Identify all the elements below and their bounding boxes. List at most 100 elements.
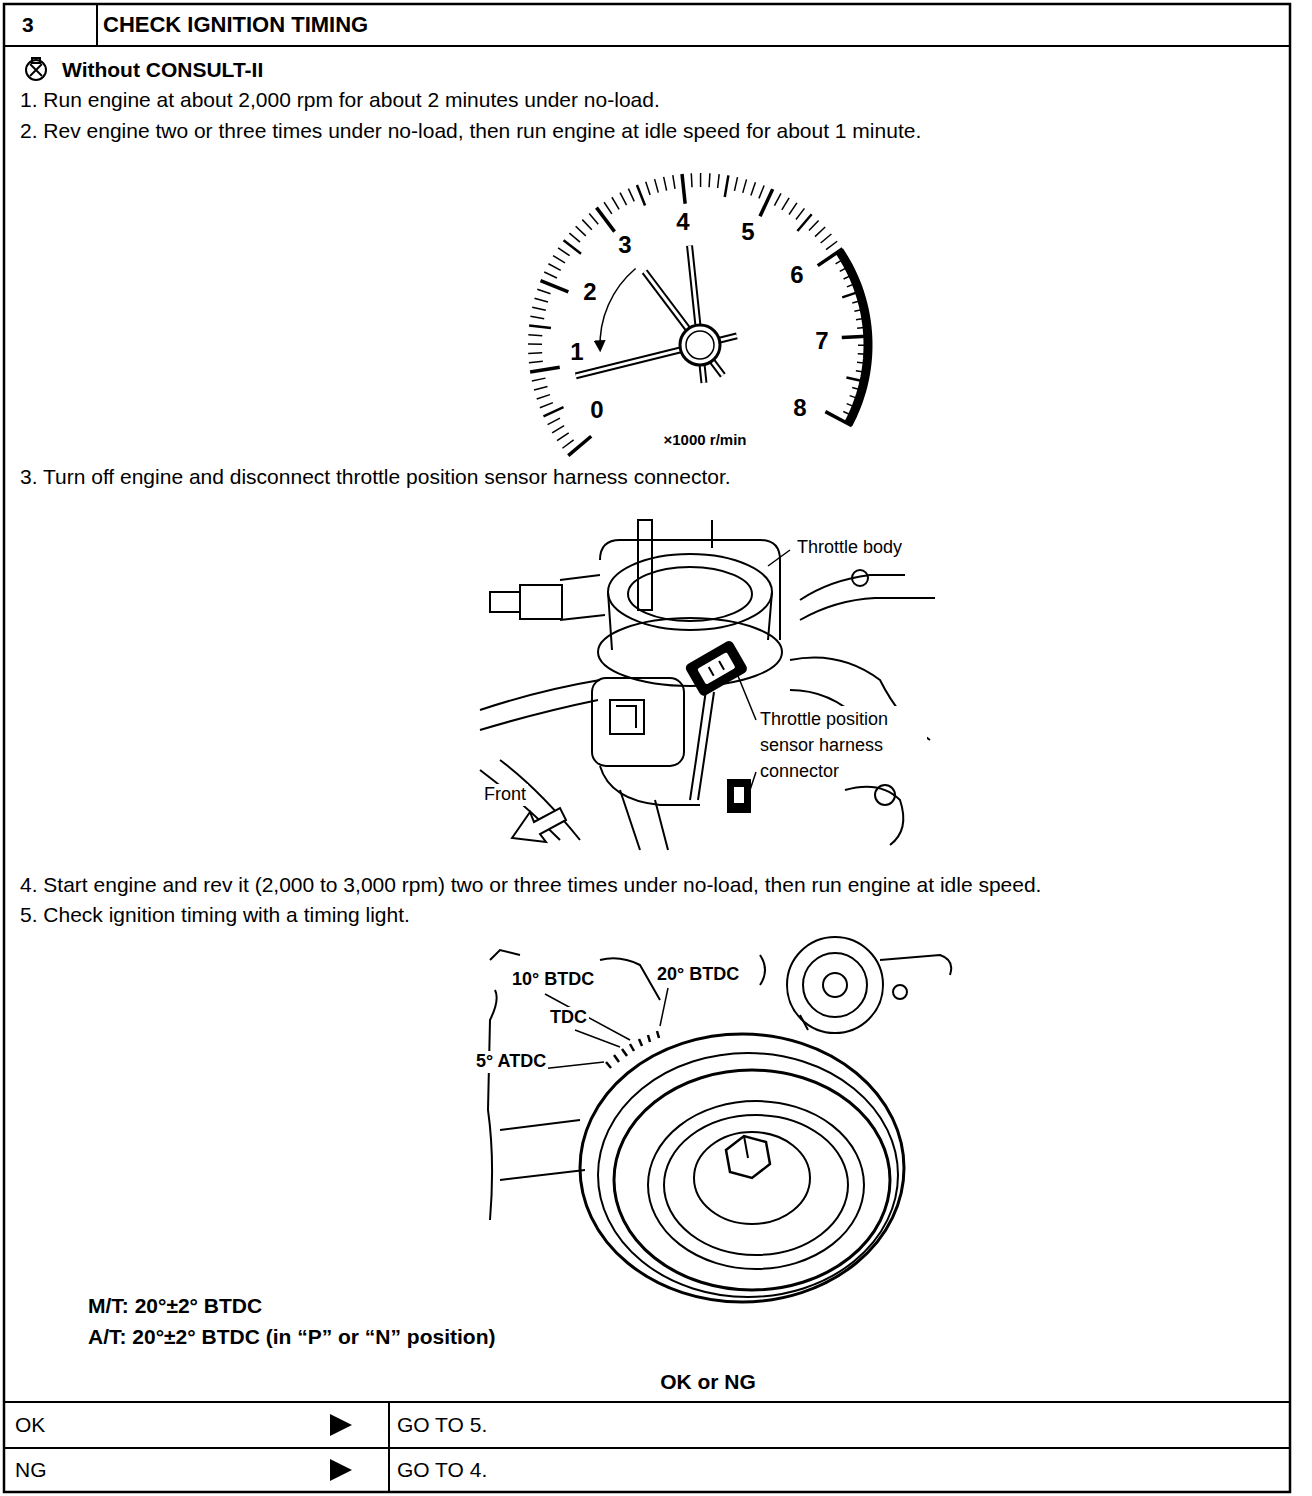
dial-number: 7 (815, 327, 828, 356)
dial-tick (548, 264, 560, 271)
part-name: Throttle body (795, 537, 904, 559)
dial-tick (646, 182, 650, 195)
dial-tick (734, 177, 737, 191)
dial-tick (751, 182, 756, 195)
dial-tick (582, 220, 592, 230)
timing-mark (606, 1031, 659, 1068)
throttle-body-illustration (480, 520, 935, 850)
dial-tick (534, 298, 547, 302)
dial-tick (620, 193, 627, 205)
tachometer (528, 173, 872, 456)
dial-tick (528, 352, 542, 354)
dial-number: 4 (676, 208, 689, 237)
dial-tick (759, 185, 764, 198)
dial-tick (708, 173, 710, 187)
dial-tick (774, 193, 781, 205)
timing-mark-label: 5° ATDC (474, 1051, 548, 1073)
dial-tick (564, 240, 581, 253)
dial-tick (553, 256, 565, 263)
dial-tick (537, 289, 550, 294)
dial-tick (815, 227, 825, 237)
dial-tick (664, 177, 667, 191)
dial-needle (645, 272, 723, 376)
dial-tick (691, 173, 693, 187)
dial-tick (655, 179, 659, 193)
dial-tick (528, 343, 542, 345)
timing-mark-label: 20° BTDC (655, 964, 741, 986)
dial-tick (557, 433, 569, 441)
dial-tick (529, 361, 543, 362)
dial-tick (568, 436, 591, 455)
dial-tick (743, 179, 747, 192)
dial-number: 1 (570, 338, 583, 367)
dial-unit: ×1000 r/min (664, 431, 747, 449)
dial-tick (562, 440, 573, 448)
dial-tick (576, 226, 586, 236)
step-text: 1. Run engine at about 2,000 rpm for abo… (20, 87, 660, 112)
dial-tick (528, 334, 542, 336)
dial-tick (558, 248, 570, 256)
dial-tick (809, 220, 819, 230)
step-text: 3. Turn off engine and disconnect thrott… (20, 464, 731, 489)
dial-tick (543, 407, 563, 416)
motion-arrow (600, 269, 636, 350)
front-arrow (512, 808, 566, 842)
leader-line (532, 988, 668, 1070)
condition-heading: Without CONSULT-II (62, 57, 263, 82)
part-name: Throttle position sensor harness connect… (758, 706, 927, 784)
dial-tick (637, 185, 645, 205)
table-cell: GO TO 5. (397, 1412, 487, 1437)
dial-tick (532, 307, 546, 310)
timing-mark-label: TDC (548, 1007, 589, 1029)
result-heading: OK or NG (660, 1369, 756, 1394)
crank-pulley-illustration (488, 937, 951, 1302)
dial-tick (673, 175, 675, 189)
dial-tick (530, 316, 544, 318)
dial-tick (718, 174, 720, 188)
dial-tick (612, 197, 619, 209)
dial-tick (537, 395, 550, 399)
dial-tick (530, 367, 560, 372)
dial-tick (569, 233, 580, 242)
table-cell: GO TO 4. (397, 1457, 487, 1482)
dial-tick (540, 403, 553, 408)
dial-number: 6 (790, 261, 803, 290)
step-text: 5. Check ignition timing with a timing l… (20, 902, 410, 927)
dial-tick (552, 426, 564, 433)
dial-number: 0 (590, 396, 603, 425)
dial-number: 2 (583, 278, 596, 307)
timing-mark-label: 10° BTDC (510, 969, 596, 991)
spec-value: M/T: 20°±2° BTDC (88, 1293, 262, 1318)
dial-number: 5 (741, 218, 754, 247)
dial-tick (596, 208, 614, 232)
dial-tick (541, 281, 569, 292)
consult-icon (26, 58, 46, 80)
dial-tick (532, 378, 546, 381)
table-cell: NG (15, 1457, 47, 1482)
dial-tick (821, 234, 832, 243)
dial-tick (700, 173, 702, 187)
dial-tick (782, 198, 789, 210)
dial-tick (725, 175, 729, 197)
table-frame (4, 4, 1290, 1492)
step-text: 2. Rev engine two or three times under n… (20, 118, 921, 143)
dial-hub (680, 325, 720, 365)
dial-number: 3 (618, 231, 631, 260)
dial-tick (534, 386, 548, 390)
dial-tick (548, 418, 560, 424)
direction-label: Front (482, 784, 528, 806)
table-cell: OK (15, 1412, 45, 1437)
spec-value: A/T: 20°±2° BTDC (in “P” or “N” position… (88, 1324, 496, 1349)
dial-tick (760, 189, 773, 216)
dial-tick (589, 213, 598, 224)
dial-hub (686, 331, 714, 359)
dial-tick (544, 272, 557, 278)
dial-needle (645, 272, 723, 376)
dial-tick (604, 202, 612, 214)
dial-tick (796, 208, 805, 219)
section-title: CHECK IGNITION TIMING (103, 12, 368, 38)
dial-tick (789, 203, 797, 215)
dial-tick (628, 189, 634, 202)
step-text: 4. Start engine and rev it (2,000 to 3,0… (20, 872, 1041, 897)
red-zone (839, 251, 868, 424)
